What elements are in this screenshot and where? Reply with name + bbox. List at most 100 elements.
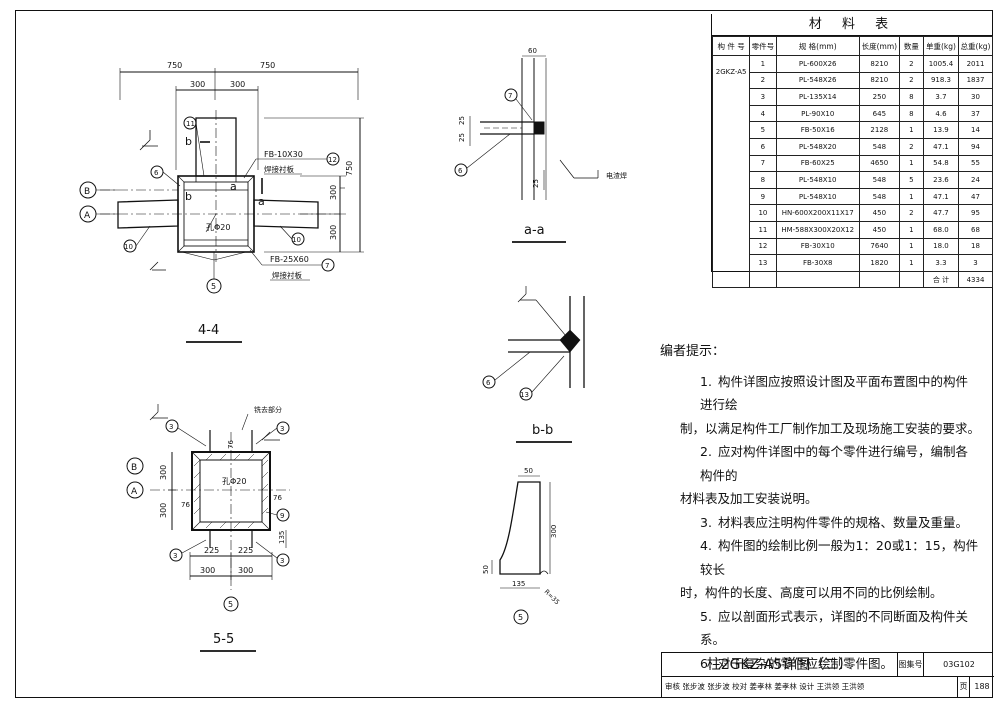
table-cell: 14 xyxy=(958,121,993,139)
callout-5-part: 5 xyxy=(518,613,523,622)
table-cell: 548 xyxy=(858,137,900,156)
dim-135: 135 xyxy=(278,531,286,544)
note-fb10x30: FB-10X30 xyxy=(264,150,303,159)
table-cell: 1 xyxy=(898,220,924,239)
hole-label-55: 孔Φ20 xyxy=(222,477,246,486)
dim-76-top: 76 xyxy=(227,440,235,449)
view-4-4: 750 750 300 300 750 300 300 xyxy=(79,61,364,343)
note-item: 2.应对构件详图中的每个零件进行编号，编制各构件的材料表及加工安装说明。 xyxy=(680,440,980,511)
table-cell: 94 xyxy=(958,137,993,156)
note-electroslag: 电渣焊 xyxy=(606,171,627,180)
note-item: 5.应以剖面形式表示，详图的不同断面及构件关系。 xyxy=(700,605,980,652)
dim-300-part: 300 xyxy=(550,525,558,538)
table-cell: PL-90X10 xyxy=(775,104,860,123)
view-5-5: 300 300 76 76 135 76 225 225 300 300 B A… xyxy=(126,404,290,652)
dim-300-bl: 300 xyxy=(200,566,215,575)
page-label: 页 xyxy=(958,677,970,697)
dim-300-upper-55: 300 xyxy=(159,465,168,480)
note-line-1: 应对构件详图中的每个零件进行编号，编制各构件的 xyxy=(700,444,968,483)
table-cell: 47.1 xyxy=(922,137,960,156)
table-cell: 450 xyxy=(858,220,900,239)
table-cell: 8 xyxy=(749,171,777,189)
note-weld-backing-1: 焊接衬板 xyxy=(264,164,294,174)
table-cell: 47.1 xyxy=(922,187,960,206)
dim-225-right: 225 xyxy=(238,546,253,555)
page-number: 188 xyxy=(974,682,990,691)
material-table: 材 料 表 构 件 号 零件号 规 格(mm) 长度(mm) 数量 单重(kg)… xyxy=(711,14,993,289)
table-cell: 2 xyxy=(898,71,924,90)
empty-cell xyxy=(858,270,900,289)
table-cell: 7640 xyxy=(858,237,900,256)
table-cell: 30 xyxy=(958,88,993,106)
dim-25-b: 25 xyxy=(458,133,466,142)
title-block: 柱2GKZ-A5详图（二） 图集号 03G102 审核 张步波 张步波 校对 姜… xyxy=(661,652,994,698)
col-unit-weight: 单重(kg) xyxy=(922,36,960,56)
section-label-4-4: 4-4 xyxy=(198,323,219,338)
callout-7-aa: 7 xyxy=(508,92,512,100)
editor-notes: 编者提示： 1.构件详图应按照设计图及平面布置图中的构件进行绘制，以满足构件工厂… xyxy=(660,340,980,675)
dim-300-br: 300 xyxy=(238,566,253,575)
sheet-border xyxy=(15,10,993,698)
callout-6-bb: 6 xyxy=(486,379,491,387)
table-cell: 1820 xyxy=(858,254,900,272)
table-cell: 2 xyxy=(898,204,924,222)
note-number: 2. xyxy=(700,444,712,459)
empty-cell xyxy=(749,270,777,289)
table-cell: 8210 xyxy=(858,71,900,90)
axis-b: B xyxy=(84,187,90,197)
table-cell: 12 xyxy=(749,237,777,256)
table-cell: 18.0 xyxy=(922,237,960,256)
table-cell: 4 xyxy=(749,104,777,123)
dim-225-left: 225 xyxy=(204,546,219,555)
section-label-b-b: b-b xyxy=(532,423,553,438)
table-cell: 4650 xyxy=(858,154,900,173)
dim-300-lower-55: 300 xyxy=(159,503,168,518)
table-cell: FB-60X25 xyxy=(775,154,860,173)
axis-b-55: B xyxy=(131,463,137,473)
dim-r35: R=35 xyxy=(543,588,562,607)
table-cell: 11 xyxy=(749,220,777,239)
empty-cell xyxy=(898,270,924,289)
table-cell: FB-30X10 xyxy=(775,237,860,256)
table-cell: 47.7 xyxy=(922,204,960,222)
table-cell: PL-548X20 xyxy=(775,137,860,156)
table-cell: 3 xyxy=(749,88,777,106)
callout-6: 6 xyxy=(154,169,159,177)
table-cell: 47 xyxy=(958,187,993,206)
atlas-number: 03G102 xyxy=(924,653,994,677)
dim-50-left: 50 xyxy=(482,565,490,574)
table-cell: PL-548X10 xyxy=(775,187,860,206)
table-cell: 2011 xyxy=(958,55,993,73)
notes-heading: 编者提示： xyxy=(660,344,726,359)
note-line-2: 时，构件的长度、高度可以用不同的比例绘制。 xyxy=(680,585,943,600)
note-number: 1. xyxy=(700,373,712,389)
dim-750-vertical: 750 xyxy=(345,161,354,176)
axis-a: A xyxy=(84,211,91,221)
dim-750-right: 750 xyxy=(260,61,275,70)
callout-10-right: 10 xyxy=(292,236,301,244)
note-item: 4.构件图的绘制比例一般为1：20或1：15，构件较长时，构件的长度、高度可以用… xyxy=(680,534,980,605)
table-cell: 450 xyxy=(858,204,900,222)
dim-300-right: 300 xyxy=(230,80,245,89)
col-qty: 数量 xyxy=(898,36,924,56)
callout-6-aa: 6 xyxy=(458,167,463,175)
hole-label: 孔Φ20 xyxy=(206,223,230,232)
table-cell: 37 xyxy=(958,104,993,123)
dim-300-left: 300 xyxy=(190,80,205,89)
table-cell: 2 xyxy=(749,71,777,90)
dim-300-upper: 300 xyxy=(329,185,338,200)
signature-row: 审核 张步波 张步波 校对 姜孝林 姜孝林 设计 王洪领 王洪领 xyxy=(662,677,958,697)
section-label-5-5: 5-5 xyxy=(213,632,234,647)
table-cell: 1 xyxy=(749,55,777,73)
material-table-title: 材 料 表 xyxy=(712,14,993,36)
table-cell: 13 xyxy=(749,254,777,272)
table-cell: 8 xyxy=(898,104,924,123)
dim-750-left: 750 xyxy=(167,61,182,70)
